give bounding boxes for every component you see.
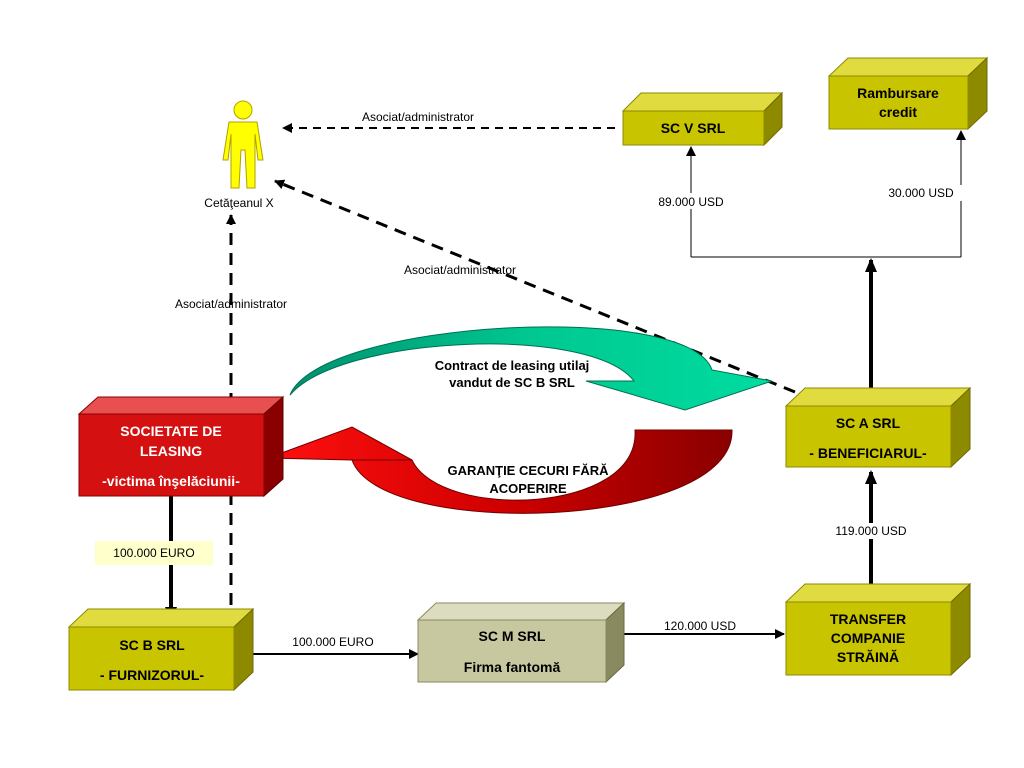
label-asociat-left: Asociat/administrator (175, 297, 287, 311)
box-sc-m-srl: SC M SRL Firma fantomă (416, 601, 626, 684)
box-sc-b-srl: SC B SRL - FURNIZORUL- (67, 607, 255, 692)
box-sc-b-line1: SC B SRL (119, 637, 185, 653)
box-societate-de-leasing: SOCIETATE DE LEASING -victima înşelăciun… (77, 395, 285, 498)
box-rambursare-line2: credit (879, 104, 917, 120)
green-curved-arrow (289, 326, 773, 411)
box-sc-m-line1: SC M SRL (479, 628, 546, 644)
person-icon (222, 100, 264, 189)
box-sc-v-srl: SC V SRL (621, 91, 784, 147)
box-sc-a-line2: - BENEFICIARUL- (809, 445, 927, 461)
label-100000-euro-b-m: 100.000 EURO (292, 635, 373, 649)
label-asociat-diag: Asociat/administrator (404, 263, 516, 277)
label-30000-usd: 30.000 USD (888, 186, 954, 200)
box-rambursare-line1: Rambursare (857, 85, 939, 101)
box-leasing-line3: -victima înşelăciunii- (102, 473, 240, 489)
box-transfer-line3: STRĂINĂ (837, 649, 899, 665)
label-119000-usd: 119.000 USD (835, 524, 906, 538)
box-sc-v-text: SC V SRL (661, 120, 726, 136)
box-leasing-line2: LEASING (140, 443, 202, 459)
label-100000-euro-leasing: 100.000 EURO (113, 546, 194, 560)
red-arrow-text-line2: ACOPERIRE (489, 481, 567, 496)
label-89000-usd: 89.000 USD (658, 195, 724, 209)
box-transfer-companie-straina: TRANSFER COMPANIE STRĂINĂ (784, 582, 972, 677)
red-curved-arrow (267, 426, 733, 514)
green-arrow-text-line2: vandut de SC B SRL (449, 375, 575, 390)
dashed-line-sca-to-person (274, 179, 796, 394)
label-120000-usd: 120.000 USD (664, 619, 736, 633)
red-arrow-text-line1: GARANŢIE CECURI FĂRĂ (447, 463, 609, 478)
box-transfer-line2: COMPANIE (831, 630, 905, 646)
box-rambursare-credit: Rambursare credit (827, 56, 989, 131)
label-asociat-top: Asociat/administrator (362, 110, 474, 124)
box-transfer-line1: TRANSFER (830, 611, 906, 627)
box-sc-a-srl: SC A SRL - BENEFICIARUL- (784, 386, 972, 469)
box-leasing-line1: SOCIETATE DE (120, 423, 221, 439)
box-sc-a-line1: SC A SRL (836, 415, 901, 431)
green-arrow-text-line1: Contract de leasing utilaj (435, 358, 590, 373)
person-label: Cetăţeanul X (204, 196, 273, 210)
box-sc-m-line2: Firma fantomă (464, 659, 561, 675)
label-box-100000-euro (95, 541, 213, 565)
box-sc-b-line2: - FURNIZORUL- (100, 667, 205, 683)
